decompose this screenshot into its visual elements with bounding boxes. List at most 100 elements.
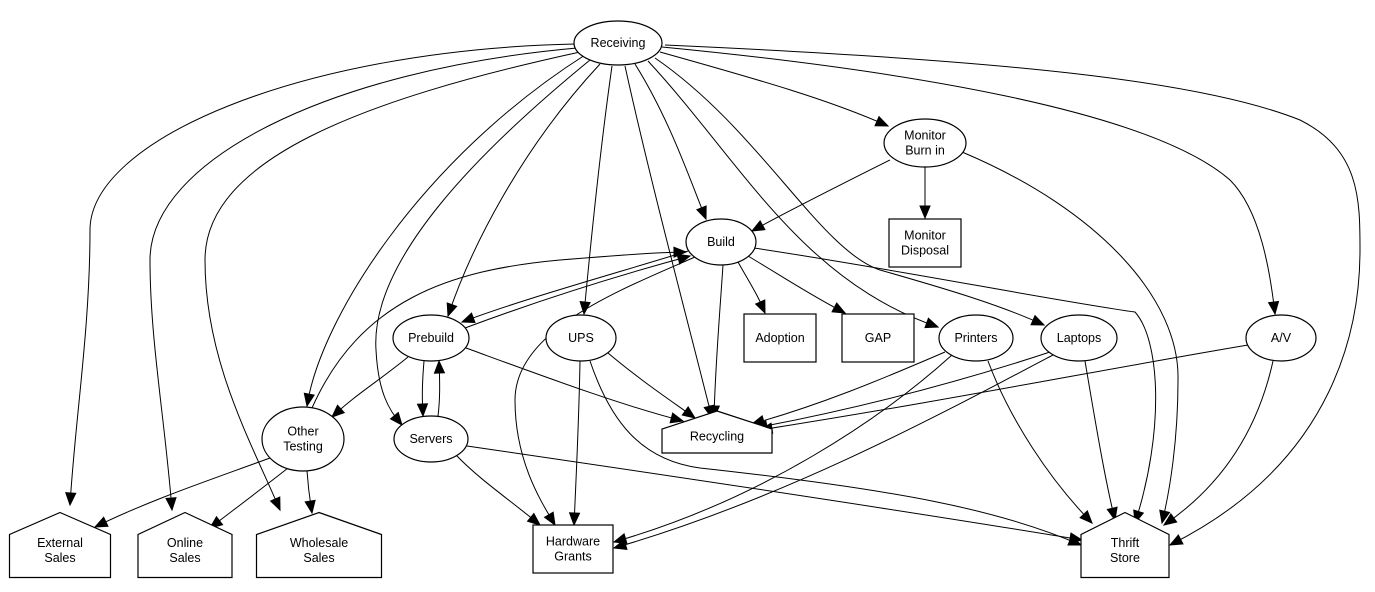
node-label: Other	[287, 425, 318, 439]
arrowhead-icon	[446, 302, 458, 318]
node-label: A/V	[1271, 331, 1292, 345]
arrowhead-icon	[1068, 532, 1084, 544]
edge-monitor-burn-in-to-thrift-store	[961, 151, 1179, 525]
node-label: Disposal	[901, 244, 949, 258]
arrowhead-icon	[669, 412, 685, 424]
node-label: Receiving	[591, 36, 646, 50]
arrowhead-icon	[331, 404, 346, 418]
edge-receiving-to-wholesale-sales	[204, 51, 581, 512]
edge-ups-to-hardware-grants	[568, 360, 581, 527]
arrowhead-icon	[433, 359, 446, 374]
edge-line	[664, 44, 1361, 546]
edge-receiving-to-monitor-burn-in	[659, 51, 890, 127]
house-shape	[1080, 511, 1170, 579]
ellipse-shape	[392, 314, 470, 362]
ellipse-shape	[1245, 314, 1317, 362]
edge-line	[447, 63, 601, 317]
node-servers[interactable]: Servers	[393, 415, 469, 463]
ellipse-shape	[685, 218, 757, 266]
edge-build-to-adoption	[737, 261, 766, 315]
node-laptops[interactable]: Laptops	[1040, 314, 1118, 362]
node-label: Wholesale	[290, 536, 348, 550]
edge-line	[759, 344, 1249, 431]
node-adoption[interactable]: Adoption	[743, 313, 817, 363]
house-shape	[8, 511, 112, 579]
edge-servers-to-prebuild	[433, 359, 446, 417]
node-build[interactable]: Build	[685, 218, 757, 266]
arrowhead-icon	[65, 492, 77, 507]
edge-line	[751, 351, 946, 425]
node-printers[interactable]: Printers	[938, 314, 1014, 362]
edge-laptops-to-hardware-grants	[612, 354, 1054, 550]
edge-receiving-to-external-sales	[65, 43, 576, 507]
arrowhead-icon	[1030, 314, 1046, 326]
edge-prebuild-to-build	[464, 253, 692, 329]
node-label: Store	[1110, 551, 1140, 565]
arrowhead-icon	[1159, 509, 1171, 525]
box-shape	[841, 313, 915, 363]
arrowhead-icon	[831, 302, 847, 314]
arrowhead-icon	[543, 511, 556, 527]
arrowhead-icon	[269, 496, 281, 512]
edge-line	[1163, 360, 1274, 526]
arrowhead-icon	[1079, 509, 1093, 524]
edge-servers-to-hardware-grants	[455, 454, 542, 526]
edge-build-to-hardware-grants	[514, 256, 696, 527]
edge-line	[753, 247, 1157, 524]
node-recycling[interactable]: Recycling	[661, 410, 773, 454]
node-label: Sales	[303, 551, 334, 565]
arrowhead-icon	[460, 312, 476, 324]
node-label: Monitor	[904, 229, 946, 243]
node-av[interactable]: A/V	[1245, 314, 1317, 362]
edges-layer	[65, 43, 1361, 550]
edge-line	[607, 352, 696, 419]
ellipse-shape	[393, 415, 469, 463]
ellipse-shape	[938, 314, 1014, 362]
edge-line	[461, 250, 689, 323]
node-ups[interactable]: UPS	[545, 314, 617, 362]
edge-other-testing-to-build	[311, 246, 688, 409]
edge-line	[583, 65, 613, 315]
edge-av-to-recycling	[758, 344, 1249, 434]
edge-line	[713, 264, 724, 419]
node-receiving[interactable]: Receiving	[573, 20, 663, 66]
arrowhead-icon	[1106, 506, 1118, 522]
edge-build-to-prebuild	[460, 250, 689, 324]
node-label: Monitor	[904, 129, 946, 143]
edge-monitor-burn-in-to-monitor-disposal	[919, 167, 931, 220]
arrowhead-icon	[696, 205, 707, 221]
edge-laptops-to-recycling	[753, 351, 1051, 432]
edge-line	[466, 445, 1083, 541]
node-prebuild[interactable]: Prebuild	[392, 314, 470, 362]
arrowhead-icon	[750, 219, 766, 232]
node-label: Recycling	[690, 430, 744, 444]
edge-line	[69, 43, 576, 506]
edge-build-to-recycling	[708, 264, 724, 420]
node-label: Prebuild	[408, 331, 454, 345]
ellipse-shape	[1040, 314, 1118, 362]
node-label: Sales	[169, 551, 200, 565]
edge-line	[613, 354, 953, 543]
node-label: Adoption	[755, 331, 804, 345]
node-label: Thrift	[1111, 536, 1140, 550]
box-shape	[532, 524, 614, 574]
edge-printers-to-thrift-store	[987, 360, 1093, 524]
node-label: Servers	[409, 432, 452, 446]
node-gap[interactable]: GAP	[841, 313, 915, 363]
edge-receiving-to-servers	[375, 59, 591, 427]
edge-line	[204, 51, 581, 511]
arrowhead-icon	[1168, 534, 1184, 546]
edge-line	[306, 54, 586, 407]
edge-receiving-to-other-testing	[303, 54, 586, 408]
